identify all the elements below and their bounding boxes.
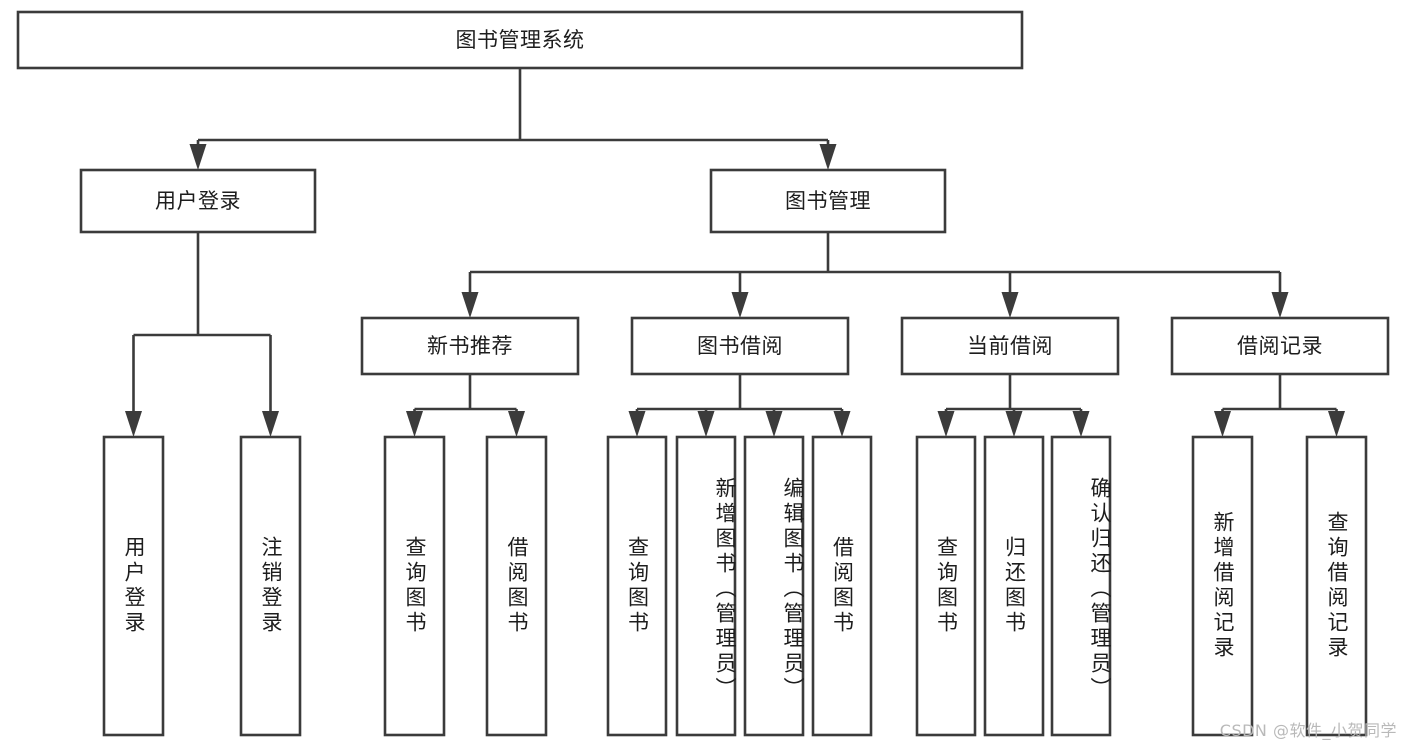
userlogin-leaf-0-arrowhead bbox=[125, 411, 142, 437]
l3-借阅记录-leaf-0-arrowhead bbox=[1214, 411, 1231, 437]
level2-node-用户登录[interactable] bbox=[79, 168, 317, 234]
leaf-node-确认归还管理员-10[interactable] bbox=[1050, 435, 1112, 737]
l3-新书推荐-leaf-0-arrowhead bbox=[406, 411, 423, 437]
level2-node-图书管理[interactable] bbox=[709, 168, 947, 234]
l3-当前借阅-leaf-1-arrowhead bbox=[1005, 411, 1023, 437]
l3-图书借阅-leaf-0-arrowhead bbox=[628, 411, 646, 437]
leaf-node-查询图书-8[interactable] bbox=[915, 435, 977, 737]
l3-借阅记录-leaf-1-arrowhead bbox=[1328, 411, 1345, 437]
l3-图书借阅-leaf-1-arrowhead bbox=[697, 411, 715, 437]
bookmgmt-to-新书推荐-arrowhead bbox=[461, 292, 479, 318]
watermark-text: CSDN @软件_小贺同学 bbox=[1219, 721, 1397, 740]
bookmgmt-to-图书借阅-arrowhead bbox=[731, 292, 749, 318]
leaf-node-注销登录-1[interactable] bbox=[239, 435, 302, 737]
level3-node-当前借阅[interactable] bbox=[900, 316, 1120, 376]
l3-新书推荐-leaf-1-arrowhead bbox=[508, 411, 525, 437]
bookmgmt-to-借阅记录-arrowhead bbox=[1271, 292, 1289, 318]
leaf-node-编辑图书管理员-6[interactable] bbox=[743, 435, 805, 737]
boxes-layer bbox=[16, 10, 1390, 737]
root-node[interactable] bbox=[16, 10, 1024, 70]
leaf-node-新增图书管理员-5[interactable] bbox=[675, 435, 737, 737]
leaf-node-查询借阅记录-12[interactable] bbox=[1305, 435, 1368, 737]
leaf-node-借阅图书-3[interactable] bbox=[485, 435, 548, 737]
l3-图书借阅-leaf-3-arrowhead bbox=[833, 411, 851, 437]
root-to-图书管理-arrowhead bbox=[819, 144, 837, 170]
leaf-node-新增借阅记录-11[interactable] bbox=[1191, 435, 1254, 737]
root-to-用户登录-arrowhead bbox=[189, 144, 207, 170]
level3-node-图书借阅[interactable] bbox=[630, 316, 850, 376]
level3-node-借阅记录[interactable] bbox=[1170, 316, 1390, 376]
leaf-node-用户登录-0[interactable] bbox=[102, 435, 165, 737]
leaf-node-借阅图书-7[interactable] bbox=[811, 435, 873, 737]
l3-当前借阅-leaf-0-arrowhead bbox=[937, 411, 955, 437]
level3-node-新书推荐[interactable] bbox=[360, 316, 580, 376]
leaf-node-查询图书-4[interactable] bbox=[606, 435, 668, 737]
leaf-node-查询图书-2[interactable] bbox=[383, 435, 446, 737]
bookmgmt-to-当前借阅-arrowhead bbox=[1001, 292, 1019, 318]
l3-图书借阅-leaf-2-arrowhead bbox=[765, 411, 783, 437]
userlogin-leaf-1-arrowhead bbox=[262, 411, 279, 437]
connectors-layer bbox=[125, 68, 1345, 437]
leaf-node-归还图书-9[interactable] bbox=[983, 435, 1045, 737]
l3-当前借阅-leaf-2-arrowhead bbox=[1072, 411, 1090, 437]
